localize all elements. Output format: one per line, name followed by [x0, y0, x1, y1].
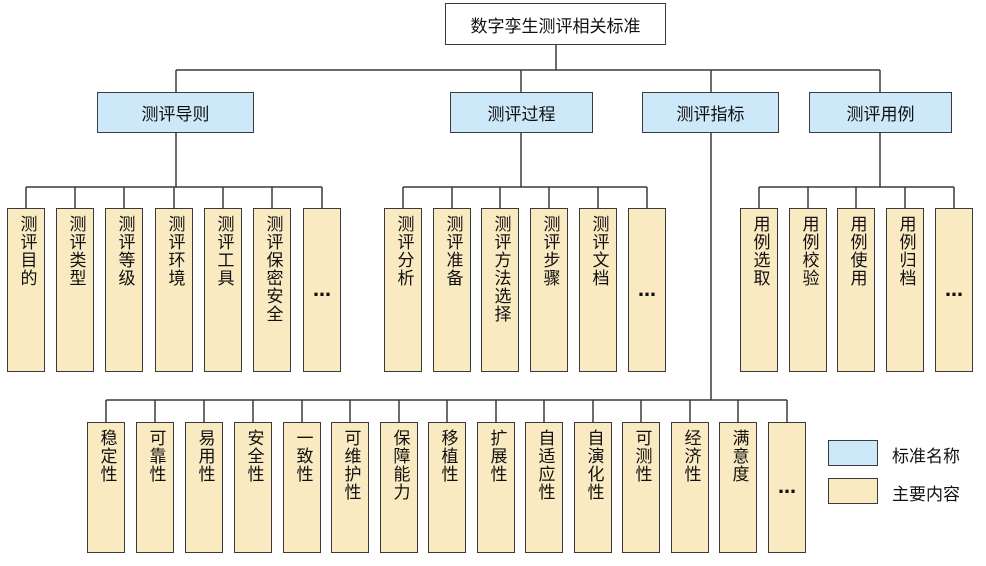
content-item: 稳定性	[87, 422, 125, 553]
content-item-label: 自演化性	[583, 429, 604, 501]
content-item-label: …	[313, 279, 331, 301]
content-item-label: 稳定性	[96, 429, 117, 483]
content-item: 用例选取	[740, 208, 778, 372]
content-item: 经济性	[671, 422, 709, 553]
content-item: 用例归档	[886, 208, 924, 372]
category-label: 测评导则	[141, 105, 210, 125]
content-item-label: 用例选取	[749, 215, 770, 287]
content-item: 安全性	[234, 422, 272, 553]
content-item: 自适应性	[525, 422, 563, 553]
content-item-label: 测评方法选择	[490, 215, 511, 323]
content-item-label: 可靠性	[145, 429, 166, 483]
content-item-label: 用例使用	[846, 215, 867, 287]
content-item-label: 自适应性	[534, 429, 555, 501]
content-item: 测评保密安全	[253, 208, 291, 372]
content-item-label: 保障能力	[389, 429, 410, 501]
content-item: 可靠性	[136, 422, 174, 553]
content-item-label: …	[778, 477, 796, 498]
content-item: 测评文档	[579, 208, 617, 372]
content-item: 测评类型	[56, 208, 94, 372]
content-item-label: 测评环境	[164, 215, 185, 287]
content-item: 扩展性	[477, 422, 515, 553]
category-use-cases: 测评用例	[809, 92, 952, 133]
content-item: 满意度	[719, 422, 757, 553]
content-item: 移植性	[428, 422, 466, 553]
legend-label-content: 主要内容	[892, 485, 960, 505]
more-items-node: …	[303, 208, 341, 372]
category-indicators: 测评指标	[642, 92, 779, 133]
content-item-label: 测评类型	[65, 215, 86, 287]
content-item: 一致性	[283, 422, 321, 553]
content-item-label: 测评工具	[213, 215, 234, 287]
content-item-label: 用例校验	[798, 215, 819, 287]
category-label: 测评指标	[676, 105, 745, 125]
content-item-label: …	[638, 279, 656, 301]
content-item: 保障能力	[380, 422, 418, 553]
content-item: 测评目的	[7, 208, 45, 372]
content-item-label: 满意度	[728, 429, 749, 483]
content-item-label: 测评保密安全	[262, 215, 283, 323]
content-item: 自演化性	[574, 422, 612, 553]
content-item-label: 测评文档	[588, 215, 609, 287]
legend-label-standard: 标准名称	[892, 447, 960, 467]
more-items-node: …	[935, 208, 973, 372]
content-item: 测评步骤	[530, 208, 568, 372]
legend-swatch-content	[828, 478, 878, 504]
content-item: 测评工具	[204, 208, 242, 372]
content-item: 测评方法选择	[481, 208, 519, 372]
content-item-label: 测评分析	[393, 215, 414, 287]
content-item: 测评环境	[155, 208, 193, 372]
content-item-label: 用例归档	[895, 215, 916, 287]
content-item: 可维护性	[331, 422, 369, 553]
content-item-label: 测评目的	[16, 215, 37, 287]
category-label: 测评过程	[487, 105, 556, 125]
content-item: 测评分析	[384, 208, 422, 372]
content-item-label: 可维护性	[340, 429, 361, 501]
content-item: 测评等级	[105, 208, 143, 372]
content-item-label: 测评等级	[114, 215, 135, 287]
category-guidelines: 测评导则	[97, 92, 254, 133]
category-process: 测评过程	[450, 92, 593, 133]
content-item-label: …	[945, 279, 963, 301]
content-item-label: 一致性	[292, 429, 313, 483]
legend-swatch-standard	[828, 440, 878, 466]
content-item-label: 移植性	[437, 429, 458, 483]
content-item-label: 可测性	[631, 429, 652, 483]
content-item-label: 易用性	[194, 429, 215, 483]
content-item-label: 测评步骤	[539, 215, 560, 287]
content-item: 易用性	[185, 422, 223, 553]
content-item: 用例校验	[789, 208, 827, 372]
more-items-node: …	[768, 422, 806, 553]
content-item-label: 扩展性	[486, 429, 507, 483]
root-label: 数字孪生测评相关标准	[470, 16, 641, 37]
content-item: 测评准备	[433, 208, 471, 372]
content-item: 用例使用	[837, 208, 875, 372]
category-label: 测评用例	[846, 105, 915, 125]
content-item-label: 测评准备	[442, 215, 463, 287]
content-item: 可测性	[622, 422, 660, 553]
content-item-label: 经济性	[680, 429, 701, 483]
root-node: 数字孪生测评相关标准	[445, 3, 666, 45]
content-item-label: 安全性	[243, 429, 264, 483]
more-items-node: …	[628, 208, 666, 372]
